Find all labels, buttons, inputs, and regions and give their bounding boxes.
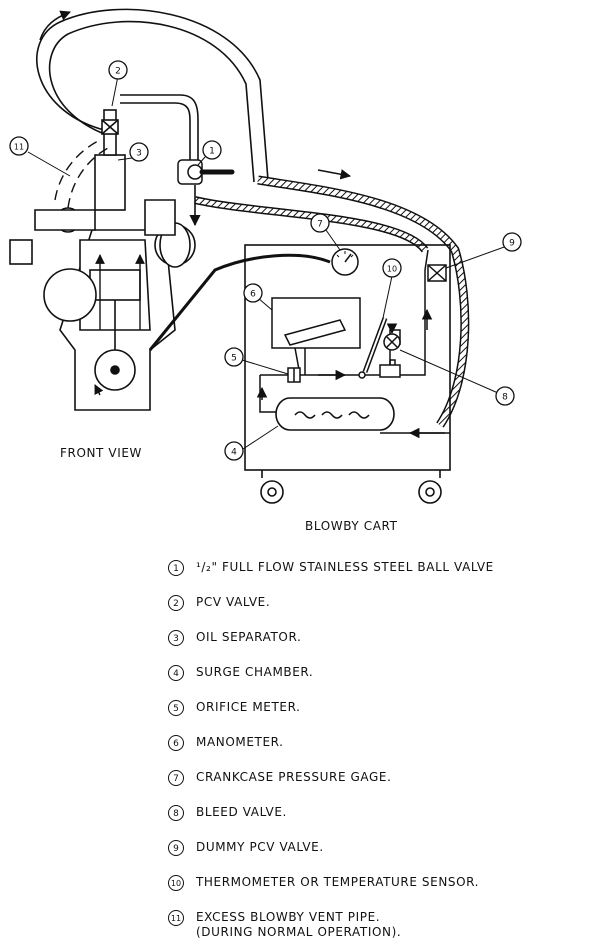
legend-number: 1	[168, 560, 184, 576]
legend-item: 1 ¹/₂" FULL FLOW STAINLESS STEEL BALL VAL…	[168, 560, 494, 578]
legend-number: 10	[168, 875, 184, 891]
cart-junction	[358, 371, 366, 379]
flow-arrow-top	[39, 10, 71, 41]
callout-1: 1	[209, 147, 215, 157]
legend-text: ORIFICE METER.	[196, 700, 301, 714]
legend-text: SURGE CHAMBER.	[196, 665, 314, 679]
legend-item: 8 BLEED VALVE.	[168, 805, 287, 823]
legend-text: BLEED VALVE.	[196, 805, 287, 819]
callout-8: 8	[502, 393, 508, 403]
callout-leaders	[27, 75, 508, 452]
legend-number: 7	[168, 770, 184, 786]
pressure-gage	[331, 248, 359, 276]
bleed-valve	[383, 323, 401, 351]
pcv-pipe	[120, 94, 199, 165]
dummy-pcv-valve	[427, 264, 447, 282]
legend-item: 5 ORIFICE METER.	[168, 700, 301, 718]
legend-number: 9	[168, 840, 184, 856]
legend-item: 11 EXCESS BLOWBY VENT PIPE. (DURING NORMA…	[168, 910, 401, 939]
legend-text: MANOMETER.	[196, 735, 284, 749]
callout-4: 4	[231, 448, 237, 458]
legend-text: OIL SEPARATOR.	[196, 630, 302, 644]
callout-6: 6	[250, 290, 256, 300]
legend-text: EXCESS BLOWBY VENT PIPE. (DURING NORMAL …	[196, 910, 402, 939]
legend-item: 3 OIL SEPARATOR.	[168, 630, 301, 648]
engine-arrow-down	[94, 384, 104, 396]
legend-number: 8	[168, 805, 184, 821]
front-view-caption: FRONT VIEW	[60, 446, 143, 460]
callout-9: 9	[509, 239, 515, 249]
callout-11: 11	[14, 143, 24, 152]
legend-text: THERMOMETER OR TEMPERATURE SENSOR.	[196, 875, 480, 889]
legend-number: 2	[168, 595, 184, 611]
ball-valve	[177, 159, 235, 185]
surge-chamber	[275, 397, 395, 431]
gage-hose	[148, 253, 331, 351]
legend-number: 3	[168, 630, 184, 646]
legend-item: 9 DUMMY PCV VALVE.	[168, 840, 324, 858]
legend-item: 4 SURGE CHAMBER.	[168, 665, 313, 683]
legend-item: 6 MANOMETER.	[168, 735, 284, 753]
callout-2: 2	[115, 67, 121, 77]
legend-text: ¹/₂" FULL FLOW STAINLESS STEEL BALL VALV…	[196, 560, 494, 574]
legend-item: 10 THERMOMETER OR TEMPERATURE SENSOR.	[168, 875, 479, 893]
callout-5: 5	[231, 354, 237, 364]
flow-arrow-hose	[317, 169, 352, 180]
callout-7: 7	[317, 220, 323, 230]
excess-vent-pipe	[54, 139, 109, 209]
callout-10: 10	[387, 265, 397, 274]
legend-number: 6	[168, 735, 184, 751]
legend-item: 2 PCV VALVE.	[168, 595, 270, 613]
blowby-cart	[244, 244, 451, 504]
engine-front-view	[9, 109, 201, 411]
callout-numbers: 1 2 3 4 5 6 7 8 9 10 11	[14, 67, 515, 458]
legend-text: DUMMY PCV VALVE.	[196, 840, 324, 854]
manometer	[271, 297, 361, 376]
legend-number: 11	[168, 910, 184, 926]
callout-circles	[9, 60, 522, 461]
legend-text: PCV VALVE.	[196, 595, 271, 609]
callout-3: 3	[136, 149, 142, 159]
legend-text: CRANKCASE PRESSURE GAGE.	[196, 770, 392, 784]
legend-number: 5	[168, 700, 184, 716]
legend-item: 7 CRANKCASE PRESSURE GAGE.	[168, 770, 392, 788]
blowby-cart-caption: BLOWBY CART	[305, 519, 398, 533]
legend-number: 4	[168, 665, 184, 681]
